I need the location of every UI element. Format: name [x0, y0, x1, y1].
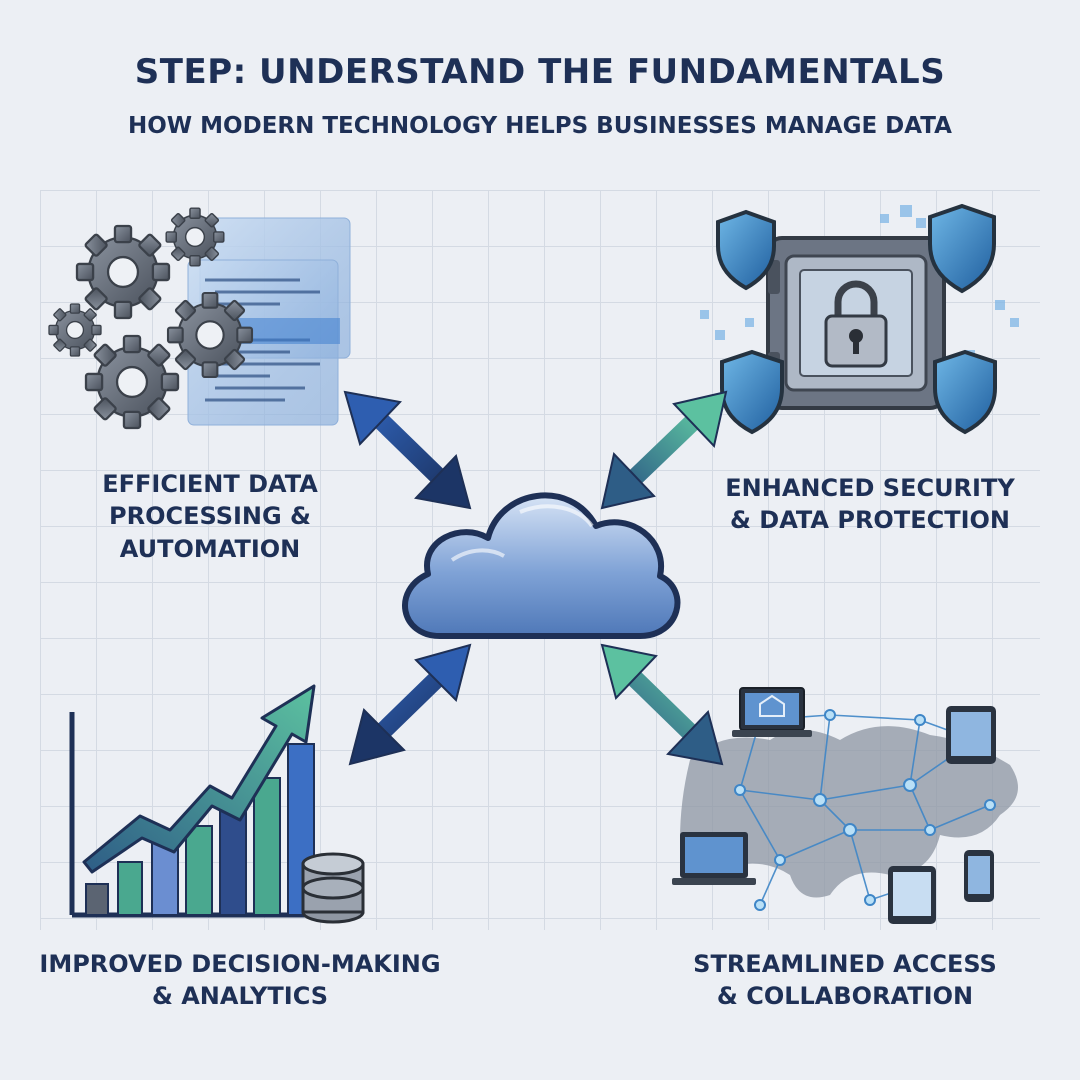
label-enhanced-security: ENHANCED SECURITY & DATA PROTECTION — [725, 474, 1015, 535]
arrow-top-left — [343, 390, 472, 510]
arrow-bottom-left — [348, 643, 472, 766]
page-subtitle: HOW MODERN TECHNOLOGY HELPS BUSINESSES M… — [127, 113, 952, 139]
arrow-bottom-right — [600, 643, 724, 766]
global-network-icon — [672, 687, 1018, 924]
vault-shield-icon — [700, 203, 1019, 435]
label-improved-decision-making: IMPROVED DECISION-MAKING & ANALYTICS — [39, 950, 441, 1011]
growth-chart-icon — [69, 684, 365, 924]
cloud-icon — [402, 492, 681, 639]
arrow-top-right — [600, 390, 728, 510]
label-streamlined-access: STREAMLINED ACCESS & COLLABORATION — [693, 950, 997, 1011]
page-title: STEP: UNDERSTAND THE FUNDAMENTALS — [134, 52, 946, 92]
label-efficient-data-processing: EFFICIENT DATA PROCESSING & AUTOMATION — [102, 470, 318, 563]
gears-code-icon — [48, 207, 351, 430]
